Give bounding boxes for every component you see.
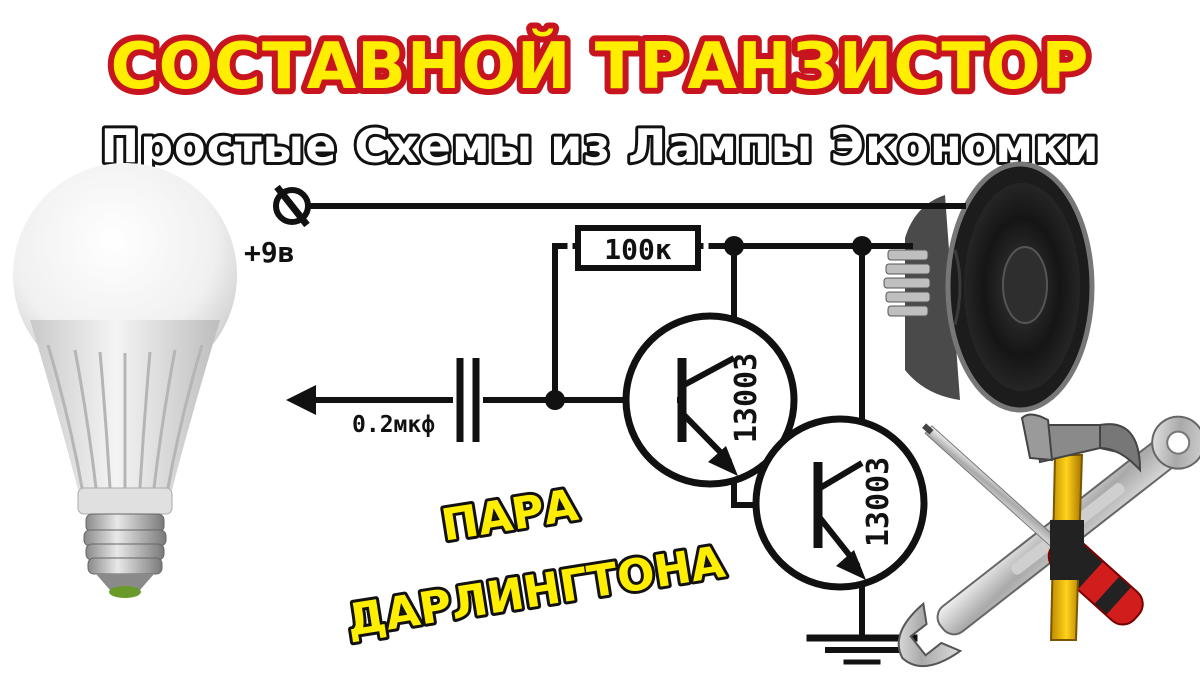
page-title: СОСТАВНОЙ ТРАНЗИСТОР — [111, 28, 1090, 104]
transistor-q1-symbol — [622, 312, 798, 488]
transistor-q1-label: 13003 — [729, 353, 764, 443]
input-arrow — [286, 385, 316, 415]
caption-line-1: ПАРА — [438, 480, 581, 552]
supply-terminal-symbol — [273, 184, 311, 228]
supply-voltage-label: +9в — [244, 236, 295, 269]
led-bulb-icon — [13, 163, 237, 598]
junction-dot-q2-collector — [852, 236, 872, 256]
junction-dot-base — [545, 390, 565, 410]
resistor-symbol — [567, 217, 709, 279]
transistor-q2-symbol — [752, 415, 928, 591]
speaker-icon — [883, 161, 1095, 413]
capacitor-value-label: 0.2мкф — [352, 412, 435, 438]
transistor-q2-label: 13003 — [861, 457, 896, 547]
ground-symbol — [806, 634, 918, 665]
junction-dots — [545, 236, 872, 410]
capacitor-symbol — [453, 355, 483, 445]
hammer-icon — [1020, 413, 1142, 641]
page-subtitle: Простые Схемы из Лампы Экономки — [101, 119, 1100, 173]
caption-line-2: ДАРЛИНГТОНА — [343, 537, 728, 647]
resistor-value-label: 100к — [604, 233, 672, 266]
junction-dot-q1-collector — [724, 236, 744, 256]
